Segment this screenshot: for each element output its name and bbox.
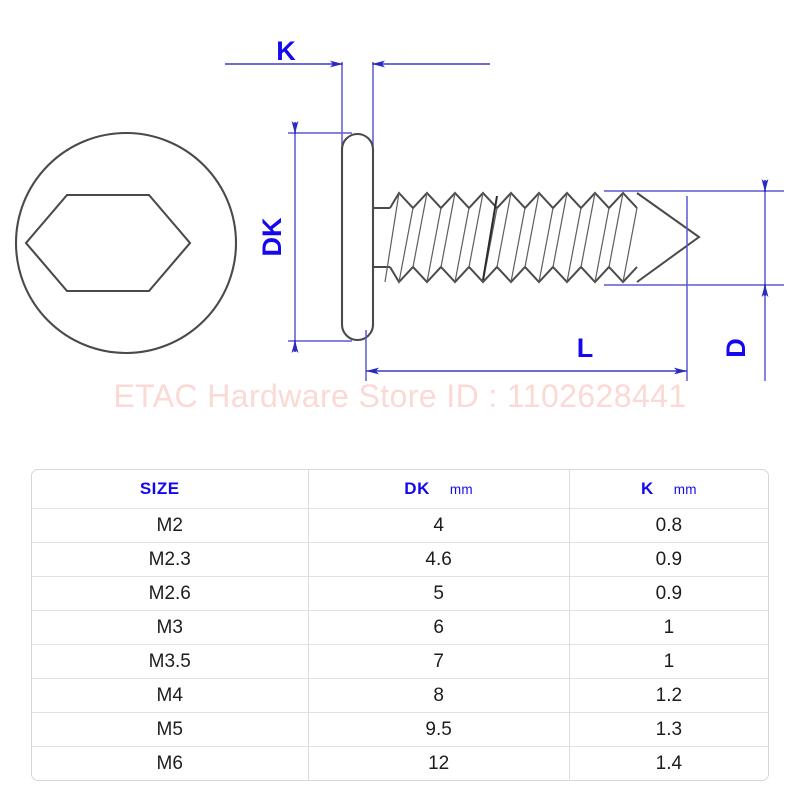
cell-size: M6 <box>32 746 309 780</box>
cell-dk: 9.5 <box>308 712 570 747</box>
cell-k: 1.3 <box>569 712 768 747</box>
cell-k: 1 <box>569 610 768 645</box>
side-view-screw <box>340 132 701 342</box>
cell-size: M2.6 <box>32 576 309 611</box>
column-header-dk-label: DK <box>404 479 430 498</box>
column-header-dk: DK mm <box>308 470 570 509</box>
cell-dk: 4 <box>308 508 570 543</box>
cell-dk: 5 <box>308 576 570 611</box>
hex-socket-polygon <box>24 193 192 293</box>
cell-dk: 7 <box>308 644 570 679</box>
cell-dk: 4.6 <box>308 542 570 577</box>
screw-dimension-drawing-svg: K DK <box>14 36 784 381</box>
column-header-dk-unit: mm <box>449 482 473 497</box>
d-label: D <box>721 338 751 358</box>
dk-label: DK <box>257 217 287 256</box>
column-header-k-label: K <box>640 479 654 498</box>
dimension-l: L <box>365 196 688 381</box>
screw-point-cone <box>636 192 701 283</box>
dimension-k: K <box>225 36 490 150</box>
cell-size: M3 <box>32 610 309 645</box>
column-header-size: SIZE <box>32 470 309 509</box>
k-label: K <box>276 36 296 66</box>
l-label: L <box>577 333 594 363</box>
column-header-k-unit: mm <box>673 482 697 497</box>
cell-size: M4 <box>32 678 309 713</box>
cell-k: 0.8 <box>569 508 768 543</box>
dimension-d: D <box>604 179 784 381</box>
technical-drawing: K DK <box>14 36 784 414</box>
cell-k: 0.9 <box>569 542 768 577</box>
cell-size: M2 <box>32 508 309 543</box>
cell-k: 1.4 <box>655 752 683 774</box>
cell-k: 1 <box>569 644 768 679</box>
column-header-size-label: SIZE <box>139 479 180 498</box>
dimension-dk: DK <box>257 121 352 353</box>
cell-size: M3.5 <box>32 644 309 679</box>
thread-helix-highlight <box>482 195 498 281</box>
cell-dk: 8 <box>308 678 570 713</box>
cell-size: M2.3 <box>32 542 309 577</box>
cell-dk: 12 <box>308 746 570 780</box>
top-view-hex-socket <box>14 131 238 355</box>
screw-head <box>340 132 375 342</box>
thread-flank-lines <box>384 192 638 283</box>
cell-k: 1.2 <box>569 678 768 713</box>
cell-k: 0.9 <box>569 576 768 611</box>
cell-size: M5 <box>32 712 309 747</box>
cell-dk: 6 <box>308 610 570 645</box>
head-outer-circle <box>14 131 238 355</box>
